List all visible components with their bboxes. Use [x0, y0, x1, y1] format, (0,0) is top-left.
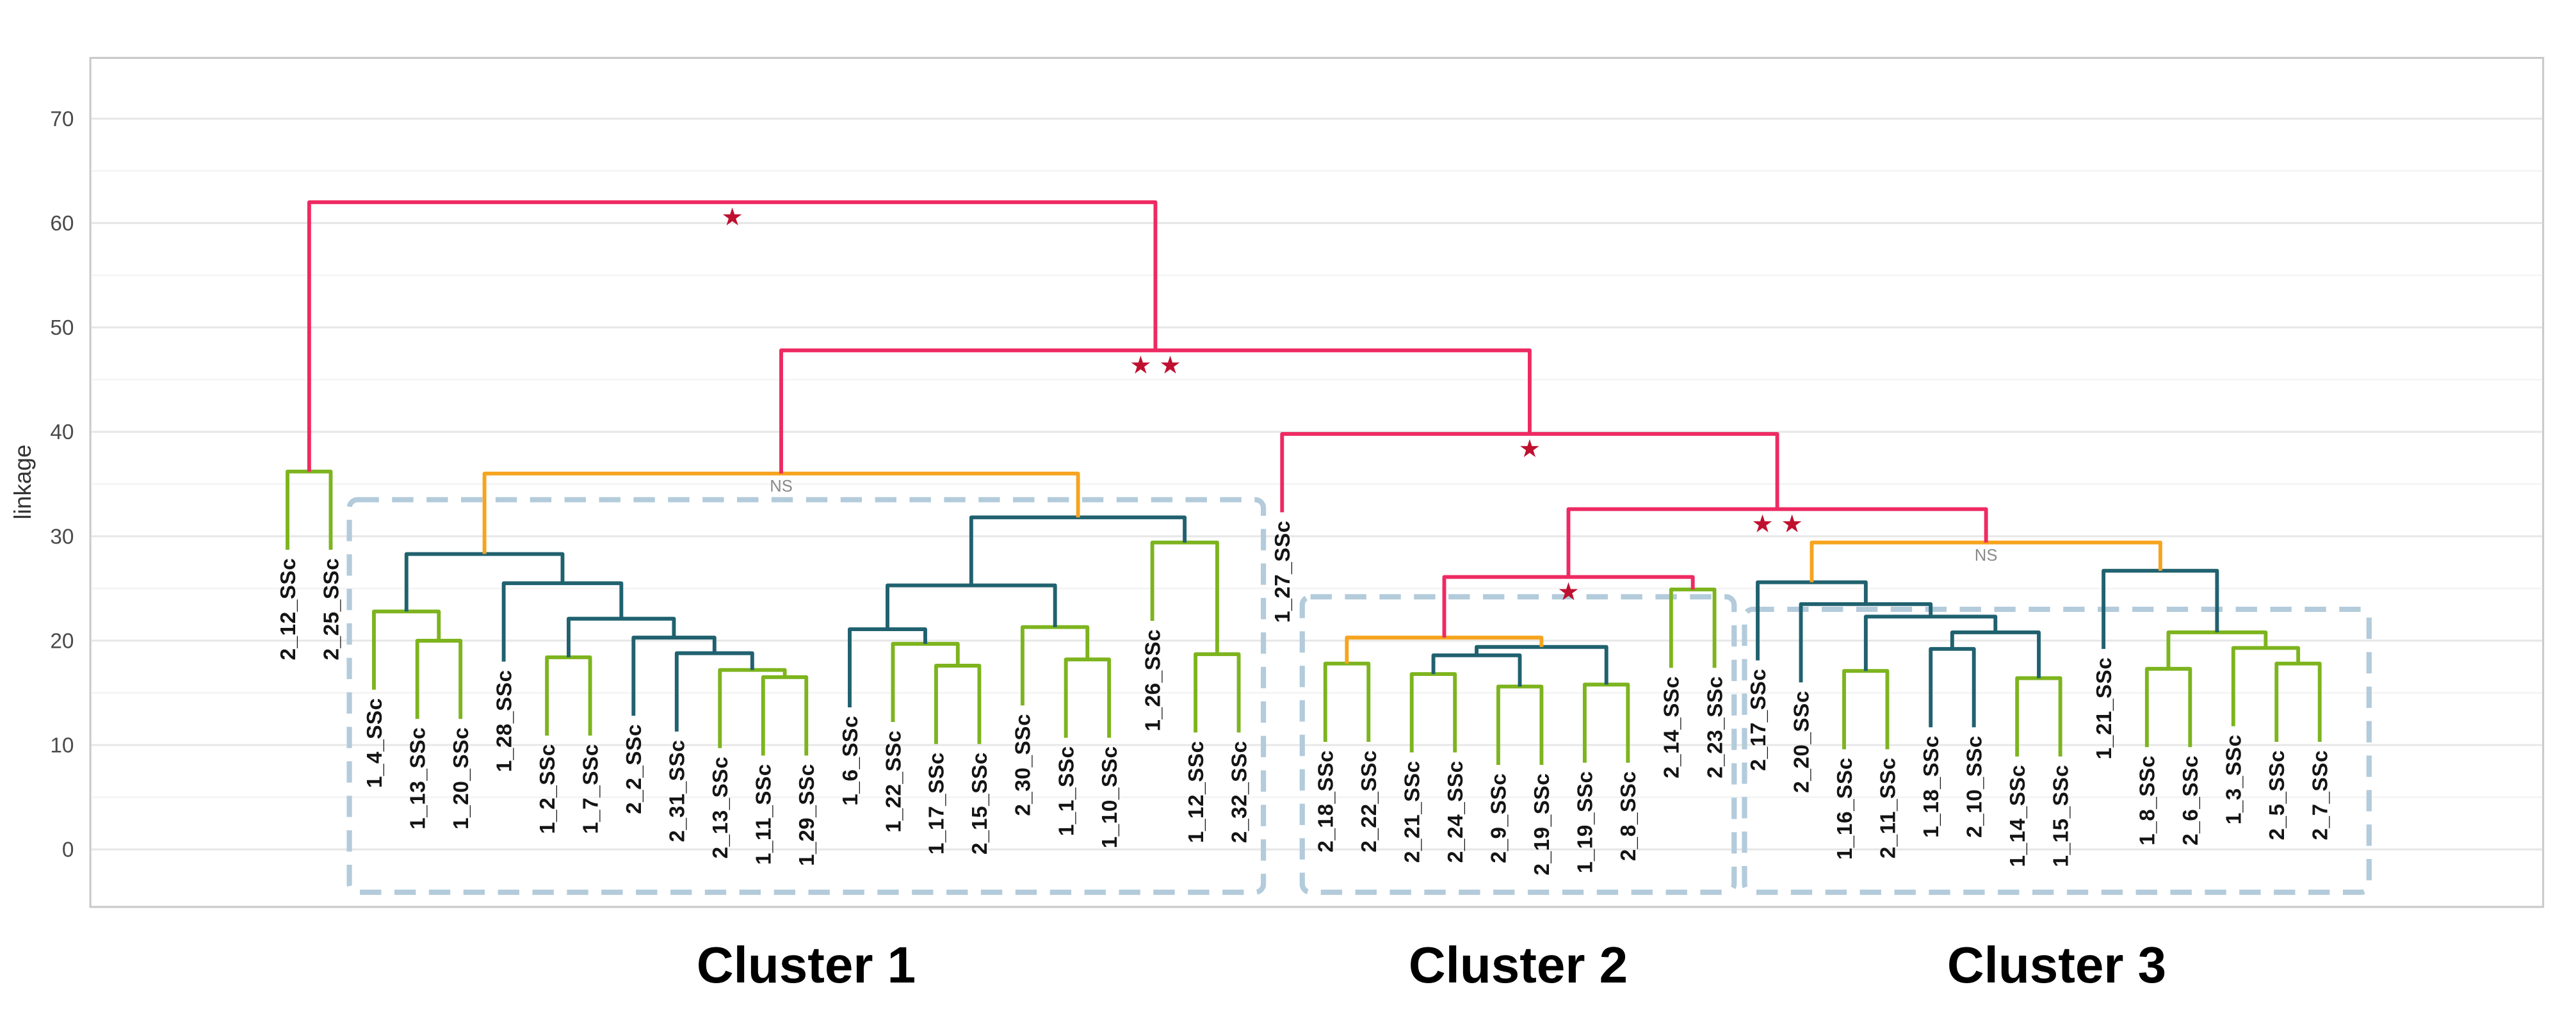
- significance-star: ★: [1751, 509, 1774, 538]
- y-tick-label: 50: [50, 316, 74, 340]
- leaf-label: 1_16_SSc: [1833, 757, 1857, 860]
- leaf-label: 1_12_SSc: [1185, 741, 1208, 843]
- significance-star: ★: [1159, 351, 1181, 380]
- ns-label: NS: [770, 477, 793, 495]
- y-axis-title: linkage: [10, 444, 36, 520]
- cluster-box-1: [346, 497, 1267, 895]
- leaf-label: 2_32_SSc: [1227, 741, 1251, 843]
- significance-star: ★: [1519, 435, 1541, 463]
- significance-star: ★: [1557, 577, 1580, 606]
- link-m12: [891, 641, 960, 723]
- leaf-label: 2_5_SSc: [2265, 750, 2289, 840]
- y-tick-label: 60: [50, 212, 74, 236]
- leaf-label: 1_8_SSc: [2136, 755, 2160, 846]
- cluster-3-label: Cluster 3: [1947, 936, 2167, 993]
- link-m36: [1756, 580, 1868, 661]
- leaf-label: 1_18_SSc: [1920, 735, 1943, 838]
- cluster-1-label: Cluster 1: [696, 936, 916, 993]
- link-m47: [307, 200, 1158, 472]
- leaf-label: 2_24_SSc: [1444, 760, 1468, 863]
- cluster-box-2: [1299, 594, 1737, 895]
- leaf-label: 2_14_SSc: [1660, 676, 1684, 778]
- leaf-label: 2_2_SSc: [622, 724, 646, 814]
- leaf-label: 2_30_SSc: [1012, 714, 1035, 816]
- leaf-label: 1_14_SSc: [2006, 765, 2030, 867]
- leaf-label: 1_29_SSc: [795, 764, 819, 866]
- significance-star: ★: [721, 203, 743, 232]
- link-m38: [2274, 661, 2322, 742]
- leaf-label: 2_13_SSc: [709, 757, 733, 859]
- leaf-label: 1_1_SSc: [1055, 746, 1078, 836]
- leaf-label: 2_17_SSc: [1747, 669, 1770, 771]
- leaf-label: 1_21_SSc: [2093, 657, 2116, 760]
- leaf-label: 2_8_SSc: [1617, 771, 1640, 861]
- leaf-label: 2_23_SSc: [1703, 676, 1727, 778]
- leaf-label: 2_31_SSc: [666, 740, 690, 842]
- leaf-label: 1_17_SSc: [925, 752, 949, 855]
- leaf-label: 2_12_SSc: [277, 558, 300, 661]
- leaf-label: 1_11_SSc: [752, 764, 776, 865]
- leaf-label: 1_22_SSc: [882, 730, 905, 833]
- link-m22: [1496, 684, 1544, 765]
- plot-panel: [89, 56, 2545, 908]
- leaf-label: 1_26_SSc: [1141, 629, 1165, 732]
- y-tick-label: 40: [50, 421, 74, 444]
- leaf-label: 1_7_SSc: [579, 744, 603, 834]
- y-tick-label: 70: [50, 108, 74, 131]
- leaf-label: 1_28_SSc: [492, 670, 516, 772]
- leaf-label: 2_9_SSc: [1487, 773, 1511, 863]
- cluster-2-label: Cluster 2: [1408, 936, 1628, 993]
- leaf-label: 1_15_SSc: [2049, 765, 2073, 867]
- leaf-label: 2_15_SSc: [968, 752, 992, 855]
- y-tick-label: 10: [50, 734, 74, 758]
- significance-star: ★: [1130, 351, 1151, 380]
- leaf-label: 1_10_SSc: [1098, 746, 1122, 848]
- leaf-label: 1_3_SSc: [2223, 734, 2246, 824]
- leaf-label: 1_4_SSc: [363, 698, 387, 788]
- leaf-label: 1_19_SSc: [1574, 771, 1598, 873]
- link-m21: [1323, 661, 1371, 742]
- y-tick-label: 30: [50, 525, 74, 549]
- leaf-label: 2_10_SSc: [1963, 735, 1986, 838]
- leaf-label: 2_20_SSc: [1790, 691, 1813, 793]
- leaf-label: 2_6_SSc: [2179, 755, 2203, 846]
- leaf-label: 1_6_SSc: [839, 716, 863, 806]
- y-tick-label: 0: [62, 838, 74, 862]
- leaf-label: 2_18_SSc: [1315, 750, 1338, 853]
- leaf-label: 2_22_SSc: [1357, 750, 1381, 853]
- leaf-label: 2_21_SSc: [1400, 760, 1424, 863]
- ns-label: NS: [1975, 547, 1998, 565]
- leaf-label: 2_11_SSc: [1876, 757, 1900, 858]
- leaf-label: 2_19_SSc: [1530, 773, 1554, 876]
- leaf-label: 2_7_SSc: [2309, 750, 2333, 840]
- significance-star: ★: [1781, 509, 1803, 538]
- leaf-label: 1_27_SSc: [1271, 520, 1295, 623]
- y-tick-label: 20: [50, 629, 74, 653]
- link-m14: [1064, 657, 1112, 738]
- leaf-label: 2_25_SSc: [320, 558, 343, 661]
- leaf-label: 1_2_SSc: [536, 744, 560, 834]
- leaf-label: 1_13_SSc: [406, 727, 430, 830]
- leaf-label: 1_20_SSc: [450, 727, 473, 830]
- link-m43: [1566, 507, 1988, 577]
- link-m24: [1431, 653, 1522, 687]
